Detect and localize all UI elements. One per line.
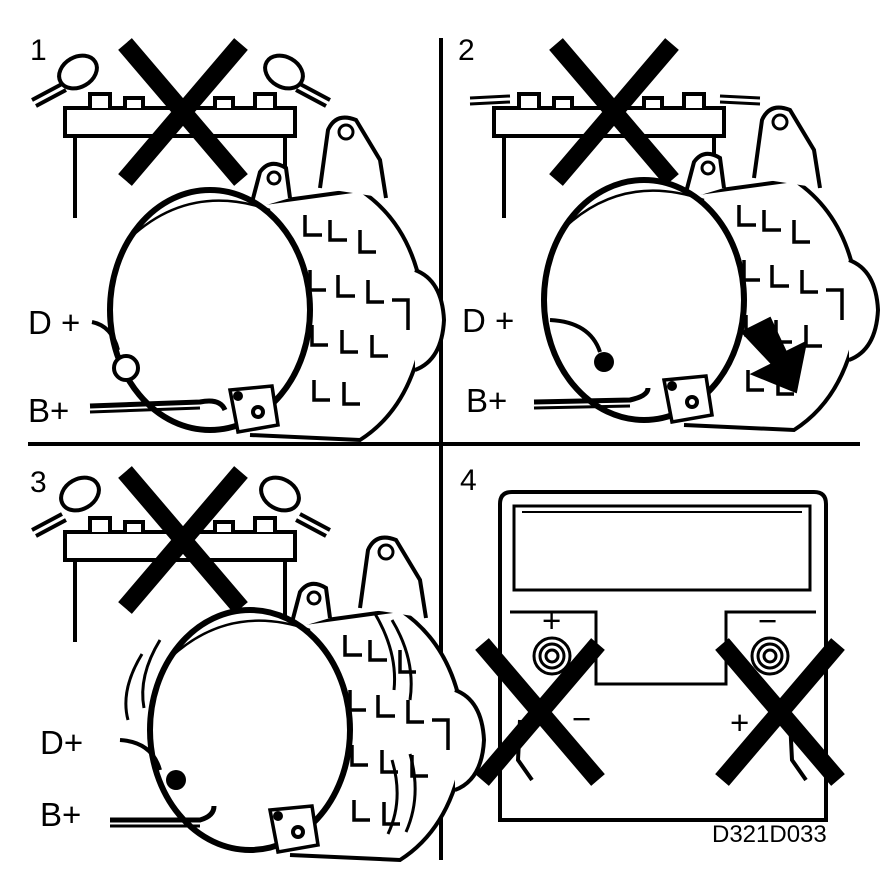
- label-b-plus: B+: [466, 382, 507, 419]
- panel-2-number: 2: [458, 34, 475, 67]
- vibration-lines-icon: [124, 611, 417, 835]
- label-b-plus: B+: [28, 392, 69, 429]
- battery-icon: [498, 490, 828, 822]
- alternator-icon: [544, 108, 878, 430]
- positive-terminal: [532, 636, 572, 676]
- removal-arrow-icon: [740, 316, 808, 394]
- battery-clamp-left-detached: [31, 475, 101, 538]
- panel-1-number: 1: [30, 34, 47, 67]
- battery-clamp-right-detached: [263, 53, 331, 108]
- panel-1: 1 D + B+: [28, 34, 444, 440]
- figure-code: D321D033: [712, 821, 827, 848]
- panel-3-number: 3: [30, 466, 47, 499]
- battery-clamp-right-detached: [259, 475, 331, 538]
- alternator-icon: [150, 538, 484, 860]
- negative-terminal: [750, 636, 790, 676]
- alternator-icon: [110, 118, 444, 440]
- cable-negative-sign: −: [572, 700, 591, 737]
- cable-positive-sign: +: [730, 704, 749, 741]
- panel-3: 3 D+ B+: [30, 466, 484, 860]
- panel-4-number: 4: [460, 464, 477, 497]
- label-b-plus: B+: [40, 796, 81, 833]
- battery-clamp-left-detached: [31, 53, 99, 108]
- negative-terminal-sign: −: [758, 602, 777, 639]
- positive-terminal-sign: +: [542, 602, 561, 639]
- label-d-plus: D +: [28, 304, 80, 341]
- panel-2: 2 D + B+: [458, 34, 878, 430]
- panel-4: 4 + − − +: [460, 464, 838, 822]
- label-d-plus: D +: [462, 302, 514, 339]
- label-d-plus: D+: [40, 724, 83, 761]
